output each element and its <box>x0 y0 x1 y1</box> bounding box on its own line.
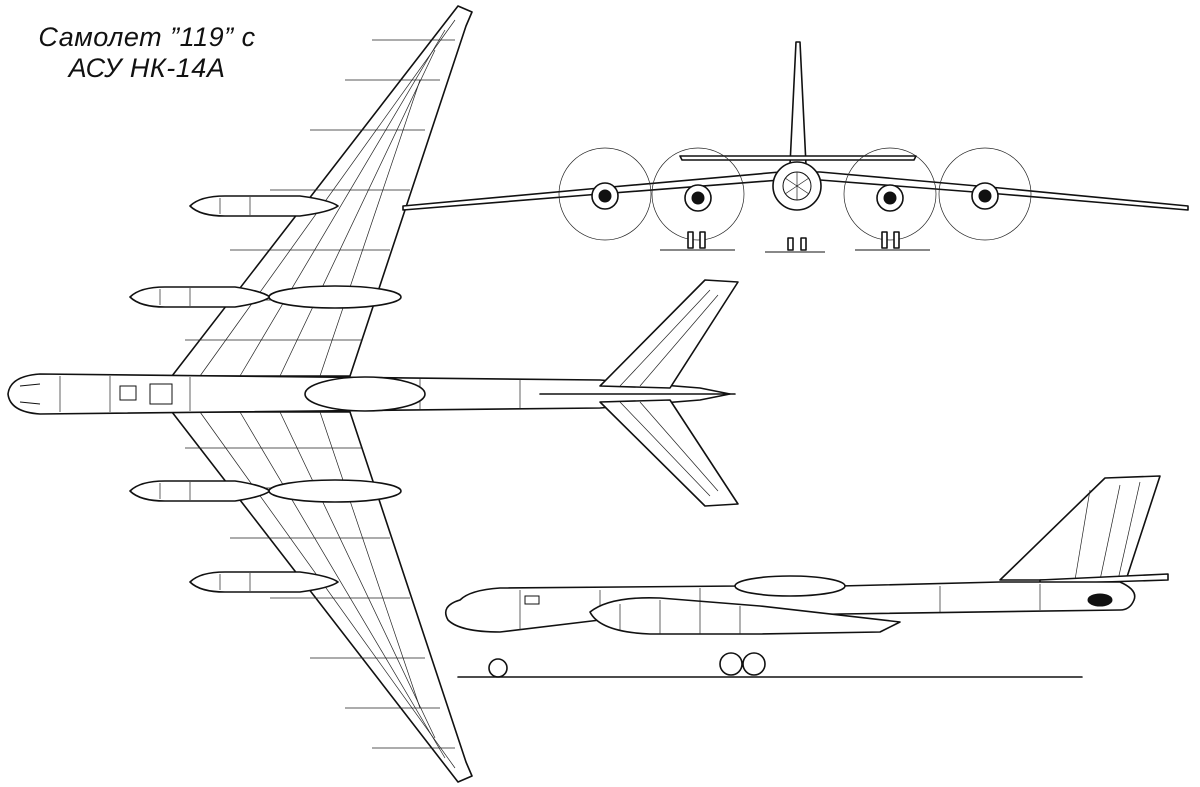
drawing-title-line1: Самолет ”119” с <box>38 22 256 52</box>
front-propeller-disk-4 <box>938 147 1032 241</box>
drawing-title-line2: АСУ НК-14А <box>68 53 226 83</box>
plan-gear-pod-lower <box>268 479 402 503</box>
front-fin <box>789 41 807 166</box>
side-fin <box>999 475 1161 581</box>
plan-hatch-1 <box>149 383 173 405</box>
plan-upper-wing <box>171 5 473 377</box>
plan-engine-inner-upper <box>129 286 271 308</box>
front-propeller-disk-3 <box>843 147 937 241</box>
plan-engine-nacelles <box>129 195 339 593</box>
plan-payload-fairing <box>304 376 426 412</box>
front-propeller-disk-1 <box>558 147 652 241</box>
side-main-wheel-1 <box>719 652 743 676</box>
side-tail-marking <box>1087 593 1113 607</box>
plan-nose-glazing <box>19 383 41 405</box>
front-landing-gear <box>660 231 930 253</box>
plan-wing-panel-lines <box>185 19 456 769</box>
side-nose-wheel <box>488 658 508 678</box>
plan-gear-pod-upper <box>268 285 402 309</box>
plan-view <box>7 5 739 783</box>
side-window <box>524 595 540 605</box>
plan-fuselage-frames <box>59 376 521 412</box>
plan-engine-outer-lower <box>189 571 339 593</box>
plan-engine-inner-lower <box>129 480 271 502</box>
front-stabilizer <box>679 155 917 161</box>
side-engine-nacelles <box>589 596 901 635</box>
side-view <box>444 475 1169 678</box>
plan-hatch-2 <box>119 385 137 401</box>
plan-stab-lines <box>619 289 719 497</box>
front-propeller-disk-2 <box>651 147 745 241</box>
plan-lower-wing <box>171 411 473 783</box>
side-dorsal-fairing <box>734 575 846 597</box>
side-main-wheel-2 <box>742 652 766 676</box>
plan-engine-outer-upper <box>189 195 339 217</box>
front-view <box>402 41 1189 253</box>
drawing-title: Самолет ”119” с АСУ НК-14А <box>32 22 262 84</box>
